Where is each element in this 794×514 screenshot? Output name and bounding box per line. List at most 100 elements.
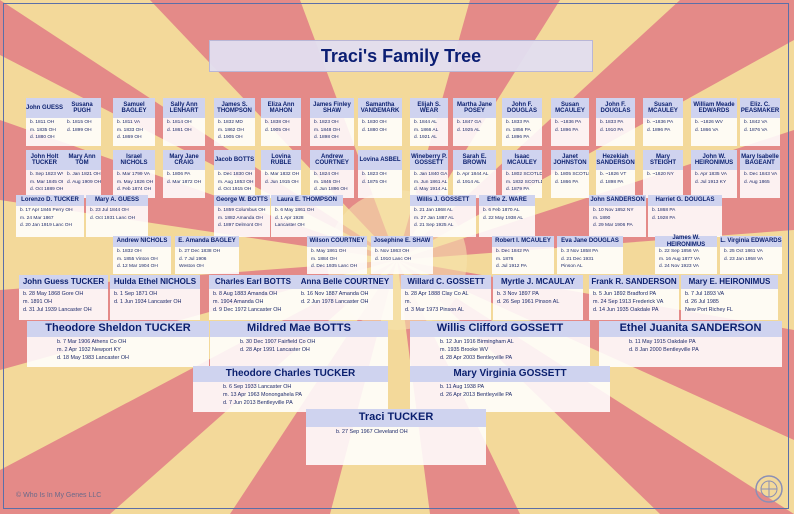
person-name: John GUESS — [26, 98, 63, 118]
person-name: Eliz. C. PEASMAKER — [740, 98, 780, 118]
person-name: Willard C. GOSSETT — [401, 275, 491, 289]
person-name: John SANDERSON — [589, 195, 646, 206]
person-name: Anna Belle COURTNEY — [297, 275, 393, 289]
chart-title: Traci's Family Tree — [320, 45, 482, 66]
detail-line: d. Jun 1896 OH — [314, 187, 348, 193]
detail-line: d. Feb 1874 OH — [117, 187, 152, 193]
detail-line: d. Oct 1931 Lanc OH — [90, 215, 136, 221]
detail-line: b. 3 Nov 1858 PA — [561, 249, 599, 254]
person-name: Hulda Ethel NICHOLS — [110, 275, 200, 289]
detail-line: b. 1802 SCOTLD — [506, 172, 542, 177]
person-name: Lorenzo D. TUCKER — [16, 195, 84, 206]
person-name: Mildred Mae BOTTS — [210, 321, 388, 337]
person-details: b. 1805 SCOTLD d. 1866 PA — [551, 170, 589, 198]
person-name: James W. HEIRONIMUS — [655, 235, 717, 248]
person-name: James S. THOMPSON — [214, 98, 255, 118]
crest-logo-icon — [755, 475, 783, 503]
detail-line: d. 1905 OH — [218, 135, 243, 141]
person-name: Susan MCAULEY — [551, 98, 589, 118]
person-name: Samantha VANDEMARK — [358, 98, 402, 118]
person-name: William Meade EDWARDS — [691, 98, 737, 118]
detail-line: b. 5 Jun 1892 Bradford PA — [593, 291, 657, 297]
detail-line: b. 28 May 1868 Gore OH — [23, 291, 84, 297]
person-name: Samuel BAGLEY — [113, 98, 155, 118]
detail-line: d. 1896 PA — [647, 127, 671, 133]
detail-line: d. 9 Dec 1972 Lancaster OH — [213, 307, 282, 314]
detail-line: m. 1855 Vinton OH — [117, 256, 158, 262]
detail-line: b. 27 Dec 1838 OH — [179, 249, 221, 254]
person-name: Susan MCAULEY — [643, 98, 683, 118]
detail-line: d. 1866 PA — [555, 179, 579, 185]
detail-line: m. Jun 1861 AL — [414, 179, 448, 185]
detail-line: b. 25 Oct 1861 VA — [724, 249, 763, 254]
detail-line: b. 1805 SCOTLD — [555, 172, 589, 177]
detail-line: d. 1875 OH — [362, 179, 387, 185]
detail-line: b. 1 Sep 1871 OH — [114, 291, 158, 297]
person-name: Susana PUGH — [63, 98, 101, 118]
title-box: Traci's Family Tree — [209, 40, 593, 72]
detail-line: d. 1 Apr 1928 — [275, 215, 304, 221]
detail-line: b. ~1820 NY — [647, 172, 674, 177]
detail-line: d. Jul 1912 PA — [496, 264, 527, 270]
person-name: Wineberry P. GOSSETT — [410, 150, 448, 170]
detail-line: b. 1833 PA — [506, 120, 530, 125]
detail-line: d. 1866 VA — [695, 127, 719, 133]
detail-line: d. 18 May 1983 Lancaster OH — [57, 355, 129, 362]
detail-line: m. 1935 Brooke WV — [440, 347, 489, 354]
detail-line: d. Jul 1913 KY — [695, 179, 727, 185]
person-name: Laura E. THOMPSON — [271, 195, 343, 206]
detail-line: m. 1856 PA — [506, 127, 531, 133]
detail-line: m. Aug 1853 OH — [218, 179, 254, 185]
person-name: Eliza Ann MAHON — [261, 98, 301, 118]
detail-line: Weston OH — [179, 264, 204, 270]
detail-line: b. 10 Nov 1852 NY — [593, 208, 634, 213]
detail-line: d. 1897 Delmont OH — [218, 223, 262, 229]
detail-line: b. 11 May 1915 Oakdale PA — [629, 339, 696, 345]
person-name: John F. DOUGLAS — [502, 98, 542, 118]
detail-line: d. 1880 OH — [30, 135, 55, 141]
detail-line: b. 1823 OH — [314, 120, 339, 125]
detail-line: d. 1 Jun 1934 Lancaster OH — [114, 299, 182, 306]
detail-line: d. Aug 1865 — [744, 179, 770, 185]
detail-line: b. 1823 OH — [362, 172, 387, 177]
person-name: Effie Z. WARE — [479, 195, 535, 206]
detail-line: d. Mar 1872 OH — [167, 179, 202, 185]
detail-line: b. 7 Mar 1906 Athens Co OH — [57, 339, 127, 345]
person-name: Wilson COURTNEY — [307, 236, 367, 247]
detail-line: m. 16 Aug 1877 VA — [659, 256, 700, 262]
detail-line: b. Jan 1840 GA — [414, 172, 448, 177]
detail-line: m. 1876 — [496, 256, 514, 262]
